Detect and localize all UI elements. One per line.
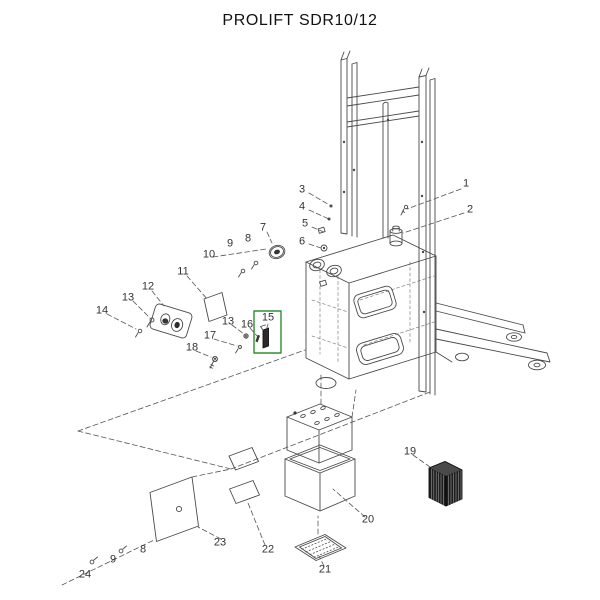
part-1-screw — [400, 204, 409, 216]
callout-7: 7 — [259, 221, 267, 234]
part-7-grommet — [268, 244, 286, 260]
callout-5: 5 — [301, 217, 309, 230]
part-16-pin — [255, 334, 261, 343]
callout-23: 23 — [213, 536, 227, 549]
caster-wheel — [455, 352, 469, 362]
callout-10: 10 — [202, 248, 216, 261]
callout-11: 11 — [177, 265, 189, 278]
callout-17: 17 — [203, 329, 217, 342]
callout-14: 14 — [95, 304, 109, 317]
callout-16: 16 — [240, 318, 254, 331]
top-opening-upper — [353, 285, 397, 319]
part-11-plate — [203, 292, 228, 322]
part-6-fitting — [320, 244, 328, 252]
part-2-cylinder — [389, 225, 403, 247]
callout-22: 22 — [261, 543, 275, 556]
callout-6: 6 — [298, 235, 306, 248]
page-title: PROLIFT SDR10/12 — [222, 12, 378, 29]
part-18-screw — [209, 356, 218, 369]
callout-19: 19 — [403, 445, 417, 458]
callout-24: 24 — [78, 568, 92, 581]
callout-3: 3 — [298, 183, 306, 196]
battery-cell-caps — [293, 405, 340, 426]
hydraulic-caps — [309, 258, 342, 278]
bottom-screws — [89, 545, 127, 565]
callout-1: 1 — [462, 177, 470, 190]
fork-wheel-front — [528, 359, 546, 371]
callout-9: 9 — [226, 237, 234, 250]
callout-12: 12 — [141, 280, 155, 293]
callout-2: 2 — [466, 203, 474, 216]
drive-wheel — [315, 377, 337, 389]
callout-4: 4 — [298, 200, 306, 213]
forks — [435, 302, 551, 371]
part-8-9-10-screws — [238, 260, 259, 278]
mast — [327, 50, 436, 396]
part-13-screws — [135, 317, 249, 339]
callout-9: 9 — [109, 553, 117, 566]
top-opening-lower — [356, 333, 404, 365]
part-15-highlight-box — [253, 310, 282, 354]
callout-13: 13 — [121, 291, 135, 304]
callout-21: 21 — [318, 563, 332, 576]
callout-15: 15 — [261, 311, 275, 324]
part-15-bracket — [260, 324, 269, 349]
callout-13: 13 — [221, 315, 235, 328]
callout-8: 8 — [139, 543, 147, 556]
fork-wheel-rear — [506, 332, 522, 342]
cover-plates — [228, 447, 260, 504]
mast-bolts — [327, 118, 426, 314]
leader-lines — [61, 188, 465, 586]
battery-assembly — [284, 403, 356, 512]
part-5-bracket — [317, 226, 326, 234]
part-12-switch-panel — [149, 303, 193, 339]
side-panel — [149, 476, 199, 542]
callout-18: 18 — [185, 341, 199, 354]
part-17-pin — [235, 345, 242, 354]
ribbed-block — [428, 461, 463, 507]
grid-plate — [294, 534, 347, 561]
callout-8: 8 — [244, 232, 252, 245]
chassis-body — [305, 234, 437, 389]
callout-20: 20 — [361, 513, 375, 526]
